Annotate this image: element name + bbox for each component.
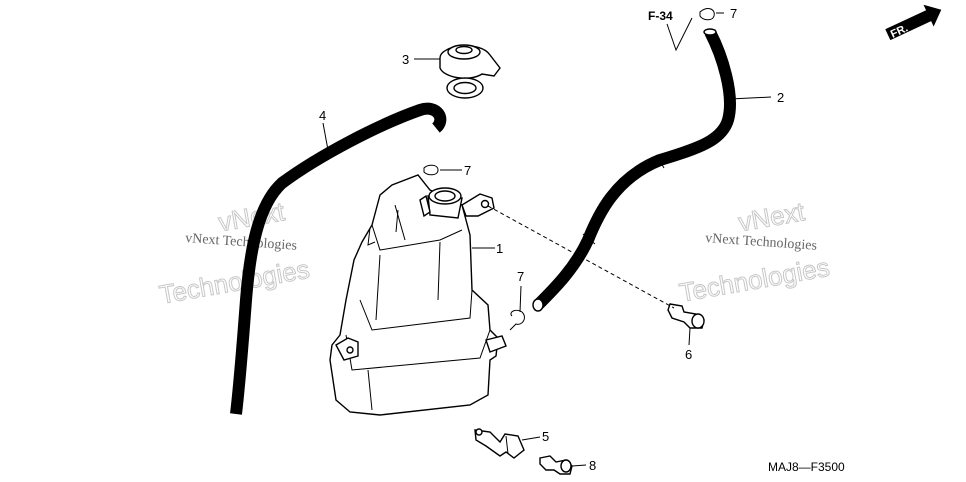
watermark-outline-bottom: Technologies xyxy=(677,252,832,308)
callout-3: 3 xyxy=(402,52,409,67)
watermark-right: vNext Technologies vNext Technologies xyxy=(677,196,833,309)
callout-8: 8 xyxy=(589,458,596,473)
bolt-6 xyxy=(667,303,705,329)
watermark-outline-top: vNext xyxy=(736,196,807,237)
callout-7-lower: 7 xyxy=(517,269,524,284)
watermark-text: vNext Technologies xyxy=(185,231,298,254)
tank-cap-3 xyxy=(439,44,501,99)
callout-6: 6 xyxy=(685,347,692,362)
callouts: 1 2 3 4 5 6 7 7 7 8 xyxy=(319,6,784,473)
stay-5 xyxy=(474,428,525,459)
callout-4: 4 xyxy=(319,108,326,123)
callout-2: 2 xyxy=(777,90,784,105)
hose-2 xyxy=(532,28,736,312)
drawing-code: MAJ8—F3500 xyxy=(768,460,845,474)
hose-4 xyxy=(230,102,447,415)
watermark-outline-bottom: Technologies xyxy=(157,254,312,310)
clip-7-lower xyxy=(509,309,525,331)
bolt-8 xyxy=(539,455,573,475)
callout-7-middle: 7 xyxy=(464,163,471,178)
callout-7-top: 7 xyxy=(730,6,737,21)
clip-7-top xyxy=(699,8,715,21)
watermark-left: vNext Technologies vNext Technologies xyxy=(157,196,313,311)
clip-7-middle xyxy=(423,164,439,176)
callout-1: 1 xyxy=(496,241,503,256)
front-arrow: FR. xyxy=(885,4,942,41)
leader-lines xyxy=(322,12,772,467)
callout-5: 5 xyxy=(542,429,549,444)
reference-label: F-34 xyxy=(648,9,673,23)
reserve-tank-1 xyxy=(329,174,507,416)
watermark-text: vNext Technologies xyxy=(705,231,818,254)
